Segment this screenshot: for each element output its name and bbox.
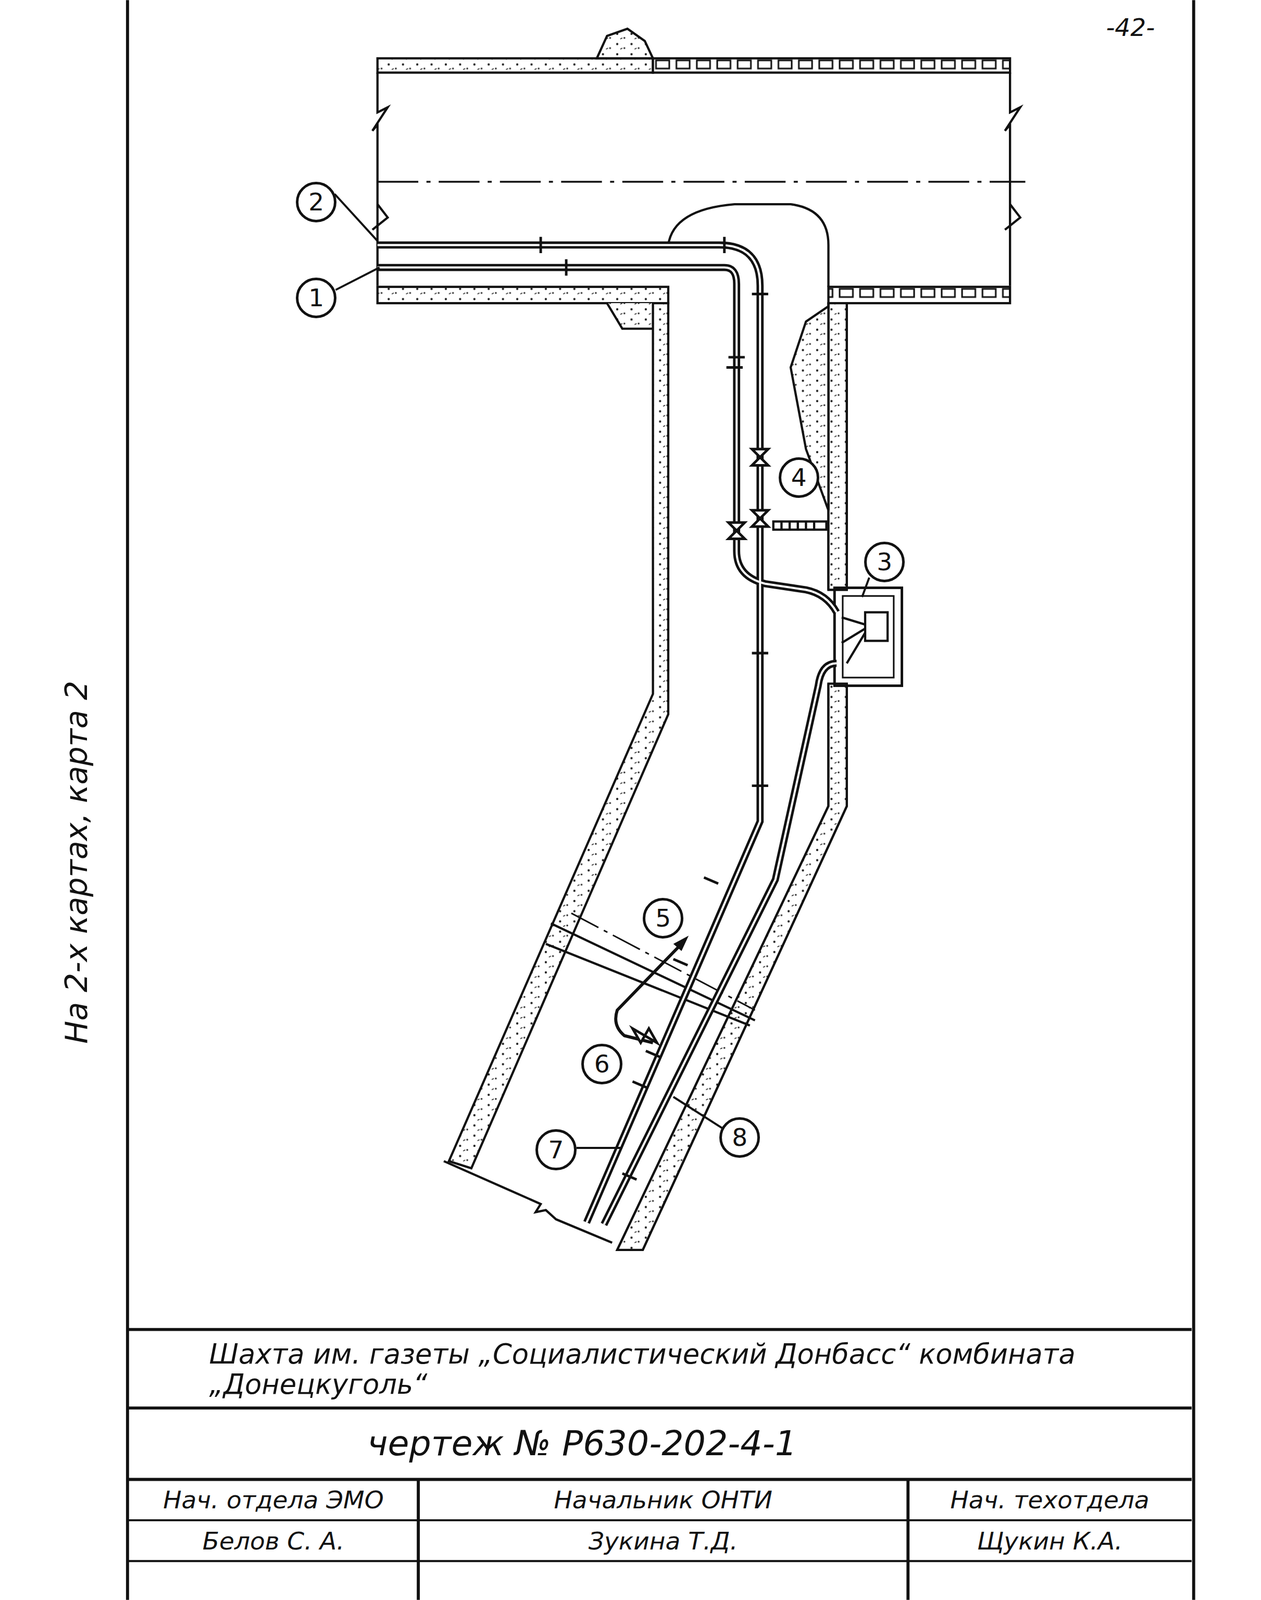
callout-text: 7 [548, 1136, 565, 1164]
callout-number: 8 [719, 1117, 760, 1158]
title-block-cell: Зукина Т.Д. [421, 1521, 905, 1560]
callout-number: 5 [642, 897, 684, 939]
callout-text: 1 [308, 284, 324, 312]
cell-text: Начальник ОНТИ [554, 1486, 773, 1514]
title-block-cell: чертеж № Р630-202-4-1 [367, 1411, 1164, 1477]
callout-text: 8 [731, 1124, 748, 1152]
page-number: -42- [1105, 13, 1155, 42]
callout-number: 4 [778, 457, 820, 498]
title-block-cell: Начальник ОНТИ [421, 1481, 905, 1519]
title-block-cell: Нач. техотдела [910, 1481, 1189, 1519]
callout-text: 3 [876, 548, 893, 576]
title-block-cell: Белов С. А. [130, 1521, 417, 1560]
cell-text: чертеж № Р630-202-4-1 [367, 1424, 797, 1463]
cell-text: Нач. техотдела [950, 1486, 1150, 1514]
title-block-cell: Щукин К.А. [910, 1521, 1189, 1560]
callout-number: 2 [295, 181, 337, 223]
callout-number: 1 [295, 277, 337, 319]
title-block-cell: Шахта им. газеты „Социалистический Донба… [209, 1332, 1184, 1406]
callout-number: 3 [864, 541, 905, 583]
cell-text: Нач. отдела ЭМО [163, 1486, 384, 1514]
callout-text: 2 [308, 188, 324, 216]
callout-number: 7 [535, 1129, 577, 1170]
cell-text: Щукин К.А. [977, 1527, 1123, 1555]
side-note: На 2-х картах, карта 2 [58, 680, 95, 1044]
callout-text: 4 [791, 464, 807, 492]
cell-text: Шахта им. газеты „Социалистический Донба… [209, 1339, 1184, 1400]
callout-text: 5 [655, 904, 671, 932]
title-block-cell: Нач. отдела ЭМО [130, 1481, 417, 1519]
callout-number: 6 [581, 1043, 622, 1085]
cell-text: Зукина Т.Д. [588, 1527, 739, 1555]
callout-text: 6 [594, 1050, 610, 1078]
cell-text: Белов С. А. [202, 1527, 345, 1555]
